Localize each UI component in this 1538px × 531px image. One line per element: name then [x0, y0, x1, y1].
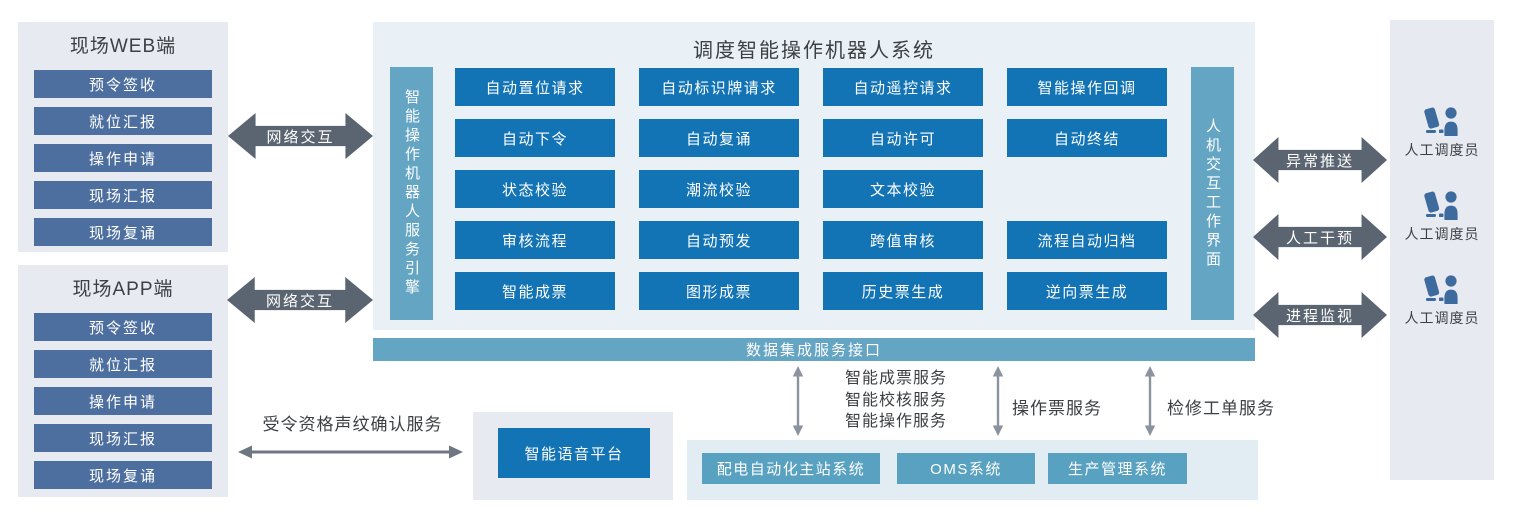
- data-integration-label: 数据集成服务接口: [745, 342, 882, 359]
- web-item-field-report: 现场汇报: [34, 181, 212, 209]
- network-arrow-bottom: 网络交互: [227, 277, 373, 323]
- module-auto-preissue: 自动预发: [639, 221, 799, 259]
- network-arrow-top: 网络交互: [228, 113, 373, 159]
- dispatcher-person-icon: [1424, 275, 1458, 304]
- module-auto-command: 自动下令: [455, 119, 615, 157]
- robot-system-title: 调度智能操作机器人系统: [693, 40, 935, 62]
- module-auto-terminate: 自动终结: [1007, 119, 1167, 157]
- svc-smart-check-label: 智能校核服务: [845, 391, 948, 409]
- field-web-title: 现场WEB端: [69, 36, 177, 57]
- process-monitor-label: 进程监视: [1285, 307, 1354, 325]
- module-auto-repeat: 自动复诵: [639, 119, 799, 157]
- module-auto-archive: 流程自动归档: [1007, 221, 1167, 259]
- ticket-services-labels: 智能成票服务 智能校核服务 智能操作服务: [845, 368, 947, 433]
- data-integration-bar: 数据集成服务接口: [373, 338, 1255, 361]
- module-history-ticket: 历史票生成: [823, 272, 983, 310]
- voiceprint-service-label: 受令资格声纹确认服务: [262, 415, 443, 434]
- dispatcher-label: 人工调度员: [1404, 226, 1480, 242]
- module-crossshift-review: 跨值审核: [823, 221, 983, 259]
- dispatcher-person-icon: [1424, 191, 1458, 220]
- dispatcher-person-icon: [1424, 107, 1458, 136]
- web-item-preorder-signoff: 预令签收: [34, 70, 212, 98]
- system-distribution-master: 配电自动化主站系统: [702, 453, 880, 484]
- web-item-field-repeat: 现场复诵: [34, 218, 212, 246]
- module-auto-tag-request: 自动标识牌请求: [639, 68, 799, 106]
- module-auto-position-request: 自动置位请求: [455, 68, 615, 106]
- app-item-preorder-signoff: 预令签收: [34, 313, 212, 341]
- external-systems-panel: 配电自动化主站系统 OMS系统 生产管理系统: [687, 440, 1258, 500]
- ticket-services-arrow: [792, 366, 804, 436]
- system-oms: OMS系统: [897, 453, 1035, 484]
- module-graphic-ticket: 图形成票: [639, 272, 799, 310]
- operation-ticket-arrow: [992, 366, 1004, 436]
- dispatcher-1: 人工调度员: [1405, 106, 1480, 160]
- dispatcher-label: 人工调度员: [1404, 310, 1480, 326]
- app-item-inposition-report: 就位汇报: [34, 350, 212, 378]
- app-item-operation-request: 操作申请: [34, 387, 212, 415]
- module-text-check: 文本校验: [823, 170, 983, 208]
- robot-system-panel: 调度智能操作机器人系统 智能操作机器人服务引擎 自动置位请求 自动标识牌请求 自…: [373, 22, 1255, 330]
- dispatcher-2: 人工调度员: [1405, 190, 1480, 244]
- module-review-flow: 审核流程: [455, 221, 615, 259]
- process-monitor-arrow: 进程监视: [1253, 292, 1387, 338]
- network-arrow-bottom-label: 网络交互: [265, 292, 334, 310]
- web-item-operation-request: 操作申请: [34, 144, 212, 172]
- module-status-check: 状态校验: [455, 170, 615, 208]
- voice-platform-box: 智能语音平台: [498, 428, 650, 478]
- app-item-field-repeat: 现场复诵: [34, 461, 212, 489]
- dispatcher-3: 人工调度员: [1405, 274, 1480, 328]
- field-app-panel: 现场APP端 预令签收 就位汇报 操作申请 现场汇报 现场复诵: [18, 265, 228, 497]
- svc-smart-ticket-label: 智能成票服务: [845, 370, 948, 387]
- field-app-title: 现场APP端: [72, 279, 174, 300]
- field-app-items: 预令签收 就位汇报 操作申请 现场汇报 现场复诵: [18, 313, 228, 489]
- exception-push-arrow: 异常推送: [1253, 137, 1387, 183]
- operation-ticket-service-label: 操作票服务: [1012, 399, 1102, 418]
- module-grid: 自动置位请求 自动标识牌请求 自动遥控请求 智能操作回调 自动下令 自动复诵 自…: [455, 68, 1167, 310]
- voiceprint-double-arrow: [238, 445, 463, 459]
- module-reverse-ticket: 逆向票生成: [1007, 272, 1167, 310]
- field-web-panel: 现场WEB端 预令签收 就位汇报 操作申请 现场汇报 现场复诵: [18, 22, 228, 252]
- app-item-field-report: 现场汇报: [34, 424, 212, 452]
- module-smart-operation-callback: 智能操作回调: [1007, 68, 1167, 106]
- manual-intervention-label: 人工干预: [1285, 229, 1354, 247]
- module-powerflow-check: 潮流校验: [639, 170, 799, 208]
- manual-intervention-arrow: 人工干预: [1253, 214, 1387, 260]
- system-production-management: 生产管理系统: [1048, 453, 1187, 484]
- module-auto-remote-request: 自动遥控请求: [823, 68, 983, 106]
- voice-platform-panel: 智能语音平台: [473, 412, 673, 500]
- network-arrow-top-label: 网络交互: [266, 128, 335, 146]
- field-web-items: 预令签收 就位汇报 操作申请 现场汇报 现场复诵: [18, 70, 228, 246]
- maintenance-order-arrow: [1144, 366, 1156, 436]
- dispatcher-label: 人工调度员: [1404, 142, 1480, 158]
- module-smart-ticket: 智能成票: [455, 272, 615, 310]
- dispatcher-panel: 人工调度员 人工调度员: [1390, 20, 1494, 480]
- svc-smart-operation-label: 智能操作服务: [845, 413, 948, 430]
- maintenance-order-service-label: 检修工单服务: [1167, 399, 1275, 418]
- web-item-inposition-report: 就位汇报: [34, 107, 212, 135]
- module-auto-permit: 自动许可: [823, 119, 983, 157]
- service-engine-bar: 智能操作机器人服务引擎: [390, 67, 433, 320]
- hmi-interface-bar: 人机交互工作界面: [1191, 67, 1234, 320]
- exception-push-label: 异常推送: [1285, 152, 1354, 170]
